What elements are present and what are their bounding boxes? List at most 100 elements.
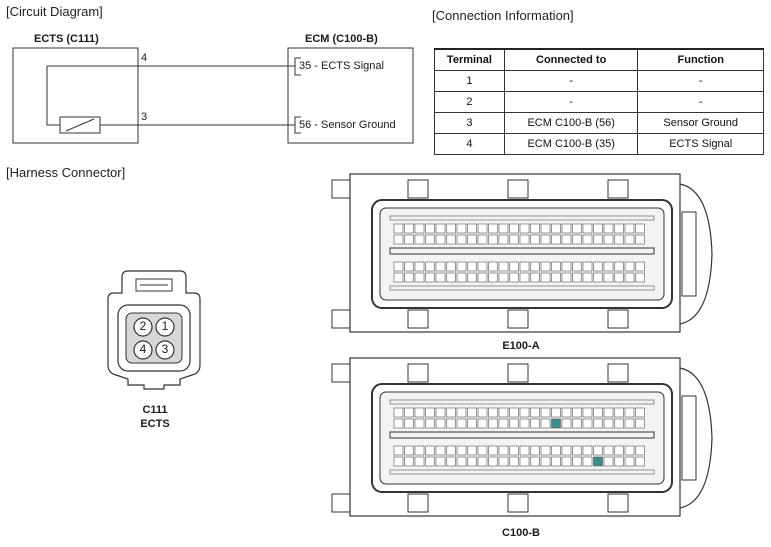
pin-cell [593, 223, 603, 234]
mount-tab [331, 309, 351, 329]
ecm-pin-bracket-35 [294, 57, 301, 76]
pin-cell [414, 418, 425, 429]
connector-side-cover [679, 367, 713, 509]
cell-terminal: 3 [434, 112, 505, 134]
pin-cell [561, 407, 572, 418]
pin-cell [498, 223, 509, 234]
pin-cell [635, 234, 645, 245]
header-terminal: Terminal [434, 48, 505, 71]
pin-cell [393, 456, 404, 467]
pin-cell [446, 272, 456, 283]
pin-cell [551, 223, 561, 234]
sensor-diagonal [65, 118, 95, 132]
pin-cell [614, 456, 624, 467]
pin-cell [477, 407, 488, 418]
pin-cell [551, 407, 561, 418]
pin-cell [456, 272, 467, 283]
pin-cell [572, 223, 582, 234]
c111-housing [107, 270, 201, 390]
pin-cell [435, 407, 446, 418]
top-rail [389, 215, 655, 221]
pin-cell [393, 272, 404, 283]
pin-cell [467, 445, 477, 456]
pin-cell [414, 261, 425, 272]
pin-cell [435, 272, 446, 283]
e100-a-connector [331, 173, 713, 333]
pin-cell [488, 223, 498, 234]
pin-cell [593, 272, 603, 283]
pin-cell [393, 261, 404, 272]
cell-terminal: 2 [434, 91, 505, 113]
pin-cell [540, 234, 551, 245]
pin-cell [509, 418, 519, 429]
pin-cell [540, 223, 551, 234]
bottom-rail [389, 469, 655, 475]
pin-cell [540, 418, 551, 429]
pin-cell [498, 456, 509, 467]
cell-terminal: 4 [434, 133, 505, 155]
pin-cell [561, 234, 572, 245]
pin-cell [582, 261, 593, 272]
pin-cell [456, 445, 467, 456]
pin-cell [509, 261, 519, 272]
pin-cell [614, 445, 624, 456]
bottom-latch [407, 493, 429, 513]
pin-cell [561, 418, 572, 429]
c111-label: C111 [142, 404, 168, 416]
pin-cell [614, 407, 624, 418]
pin-cell [498, 272, 509, 283]
pin-cell [540, 272, 551, 283]
pin-cell [488, 456, 498, 467]
pin-cell [582, 223, 593, 234]
pin-cell [519, 407, 530, 418]
pin-cell [603, 445, 614, 456]
pin-cell [467, 456, 477, 467]
pin-cell [446, 456, 456, 467]
pin-cell [603, 261, 614, 272]
mount-tab [331, 493, 351, 513]
bottom-latch [507, 309, 529, 329]
pin-cell [530, 407, 540, 418]
pin-cell [435, 418, 446, 429]
pin-cell [509, 445, 519, 456]
ects-box [12, 47, 139, 144]
pin-cell [509, 407, 519, 418]
pin-cell [488, 407, 498, 418]
pin-cell [467, 418, 477, 429]
pin-cell [593, 407, 603, 418]
cell-function: Sensor Ground [637, 112, 764, 134]
pin-cell [477, 456, 488, 467]
pin-cell [603, 407, 614, 418]
pin-cell [624, 234, 635, 245]
pin-cell [530, 261, 540, 272]
pin-cell [551, 456, 561, 467]
connector-lever [681, 395, 697, 481]
pin-cell [393, 223, 404, 234]
connection-info-title: [Connection Information] [432, 8, 574, 23]
sensor-signal-internal [46, 65, 138, 126]
c111-pin-block [125, 312, 183, 364]
pin-cell [561, 272, 572, 283]
bottom-latch [407, 309, 429, 329]
circuit-diagram-title: [Circuit Diagram] [6, 4, 103, 19]
pin-cell [572, 234, 582, 245]
pin-cell [446, 234, 456, 245]
pin-cell [498, 261, 509, 272]
pin-cell [519, 272, 530, 283]
pin-cell [572, 418, 582, 429]
pin-cell [582, 456, 593, 467]
ects-component-label: ECTS (C111) [34, 33, 99, 45]
pin-cell [435, 234, 446, 245]
pin-cell [614, 234, 624, 245]
top-latch [607, 363, 629, 383]
pin-cell [635, 456, 645, 467]
pin-cell [404, 418, 414, 429]
connector-frame [349, 173, 681, 333]
pin-cell [477, 234, 488, 245]
pin-cell [593, 418, 603, 429]
pin-cell-highlighted [593, 456, 603, 467]
pin-cell [477, 445, 488, 456]
pin-cell [414, 223, 425, 234]
c111-pin-2-label: 2 [139, 319, 147, 333]
pin-cell [582, 407, 593, 418]
